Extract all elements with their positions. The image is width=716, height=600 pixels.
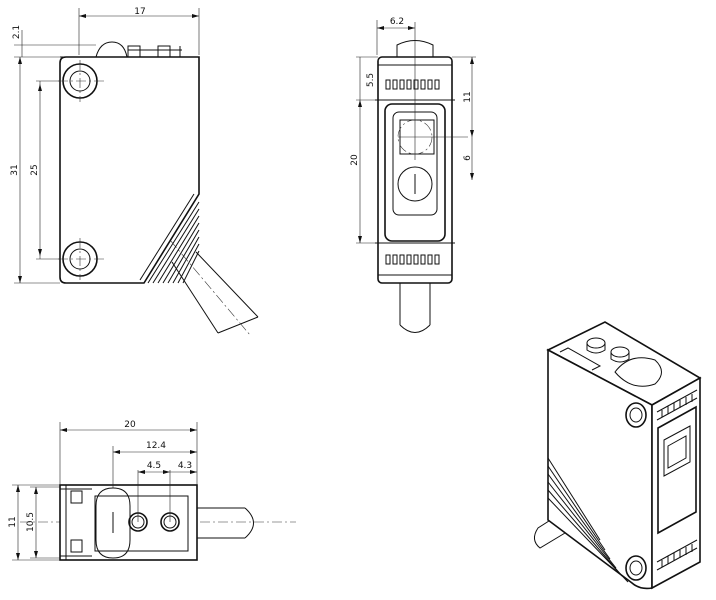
- iso-grooves: [547, 457, 629, 583]
- front-upper-lens-label: 11: [463, 91, 473, 102]
- front-dim-top-margin: 5.5: [356, 56, 378, 100]
- iso-front-face: [651, 376, 701, 590]
- top-dim-width-inner: 10.5: [26, 486, 60, 559]
- front-slots-bottom: [385, 254, 440, 265]
- top-dim-connector: 12.4: [112, 441, 197, 488]
- top-led-1-label: 4.5: [147, 461, 161, 471]
- iso-hole-top: [625, 402, 647, 428]
- side-hole-spacing-label: 25: [30, 164, 40, 175]
- top-dim-led-1: 4.5: [138, 461, 170, 474]
- top-cable: [197, 507, 254, 539]
- front-lens-offset-label: 6.2: [390, 17, 404, 27]
- front-view: 6.2 5.5 20 11 6: [350, 17, 476, 333]
- front-slots-top: [385, 79, 440, 90]
- side-hole-bottom: [58, 238, 104, 280]
- top-led-2-label: 4.3: [178, 461, 192, 471]
- front-dim-lower-gap: 6: [463, 137, 474, 180]
- side-body: [59, 56, 200, 284]
- front-cable: [399, 283, 431, 333]
- side-dim-width: 17: [78, 7, 200, 55]
- front-top-margin-label: 5.5: [366, 73, 376, 87]
- side-dim-top-offset: 2.1: [12, 25, 96, 57]
- iso-front-slots-top: [656, 389, 698, 421]
- iso-front-slots-bottom: [656, 539, 698, 571]
- iso-front-window: [657, 405, 697, 535]
- top-width-inner-label: 10.5: [26, 512, 36, 532]
- top-view: 20 12.4 4.5 4.3 11: [8, 420, 296, 561]
- top-connector-label: 12.4: [146, 441, 166, 451]
- top-lens-capsule: [95, 487, 131, 559]
- front-dim-upper-lens: 11: [452, 56, 476, 137]
- top-width-outer-label: 11: [8, 516, 18, 527]
- iso-hole-bottom: [625, 555, 647, 581]
- side-dim-hole-spacing: 25: [30, 80, 60, 260]
- front-dim-lens-offset: 6.2: [376, 17, 415, 55]
- side-hole-top: [58, 60, 104, 102]
- top-dim-led-2: 4.3: [170, 461, 197, 474]
- side-cable: [169, 239, 259, 336]
- front-window-height-label: 20: [350, 154, 360, 166]
- side-grooves: [139, 193, 200, 284]
- iso-top-details: [559, 337, 662, 387]
- top-dim-length: 20: [59, 420, 198, 485]
- side-top-bumps: [95, 41, 182, 58]
- side-dim-height: 31: [10, 56, 60, 284]
- top-length-label: 20: [124, 420, 136, 430]
- top-dim-width-outer: 11: [8, 484, 60, 561]
- side-top-offset-label: 2.1: [12, 25, 22, 39]
- iso-cable: [534, 511, 571, 549]
- side-height-label: 31: [10, 164, 20, 175]
- side-width-label: 17: [134, 7, 145, 17]
- front-dim-window-height: 20: [350, 99, 378, 244]
- front-lower-gap-label: 6: [463, 155, 473, 161]
- side-view: 17 2.1 31 25: [10, 7, 259, 336]
- isometric-view: [534, 321, 702, 590]
